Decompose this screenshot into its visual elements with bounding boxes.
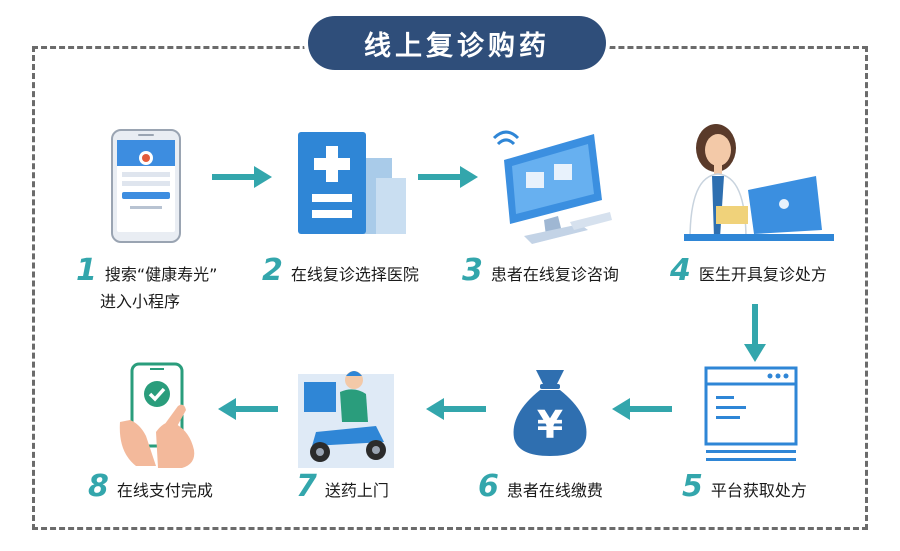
- step-2-label: 2 在线复诊选择医院: [262, 256, 419, 286]
- step-3-number: 3: [462, 253, 483, 288]
- arrow-left-icon: [218, 398, 278, 424]
- page-title: 线上复诊购药: [308, 16, 606, 70]
- step-2-text: 在线复诊选择医院: [290, 265, 419, 284]
- phone-checkmark-icon: [116, 362, 208, 476]
- step-7-text: 送药上门: [324, 481, 389, 500]
- step-8-label: 8 在线支付完成: [88, 472, 213, 502]
- arrow-left-icon: [612, 398, 672, 424]
- step-5-label: 5 平台获取处方: [682, 472, 807, 502]
- step-6-label: 6 患者在线缴费: [478, 472, 603, 502]
- step-3-text: 患者在线复诊咨询: [490, 265, 619, 284]
- delivery-scooter-icon: [296, 360, 396, 474]
- step-4-label: 4 医生开具复诊处方: [670, 256, 827, 286]
- step-8-number: 8: [88, 469, 109, 504]
- step-6-number: 6: [478, 469, 499, 504]
- step-2-number: 2: [262, 253, 283, 288]
- step-1-text: 搜索“健康寿光”: [104, 265, 218, 284]
- step-3-label: 3 患者在线复诊咨询: [462, 256, 619, 286]
- browser-window-icon: [704, 366, 798, 466]
- money-bag-icon: ¥: [504, 366, 596, 462]
- step-1-label: 1 搜索“健康寿光”: [76, 256, 217, 286]
- step-7-number: 7: [296, 469, 317, 504]
- svg-text:¥: ¥: [537, 403, 563, 447]
- arrow-right-icon: [212, 166, 272, 192]
- step-4-text: 医生开具复诊处方: [698, 265, 827, 284]
- step-6-text: 患者在线缴费: [506, 481, 603, 500]
- step-5-text: 平台获取处方: [710, 481, 807, 500]
- hospital-building-icon: [292, 128, 412, 242]
- step-1-text-line2: 进入小程序: [100, 292, 181, 311]
- step-8-text: 在线支付完成: [116, 481, 213, 500]
- computer-monitor-icon: [484, 120, 612, 250]
- arrow-right-icon: [418, 166, 478, 192]
- step-5-number: 5: [682, 469, 703, 504]
- smartphone-app-icon: [110, 128, 182, 248]
- step-7-label: 7 送药上门: [296, 472, 389, 502]
- step-1-number: 1: [76, 253, 97, 288]
- step-4-number: 4: [670, 253, 691, 288]
- doctor-laptop-icon: [676, 120, 836, 250]
- arrow-down-icon: [744, 304, 766, 366]
- arrow-left-icon: [426, 398, 486, 424]
